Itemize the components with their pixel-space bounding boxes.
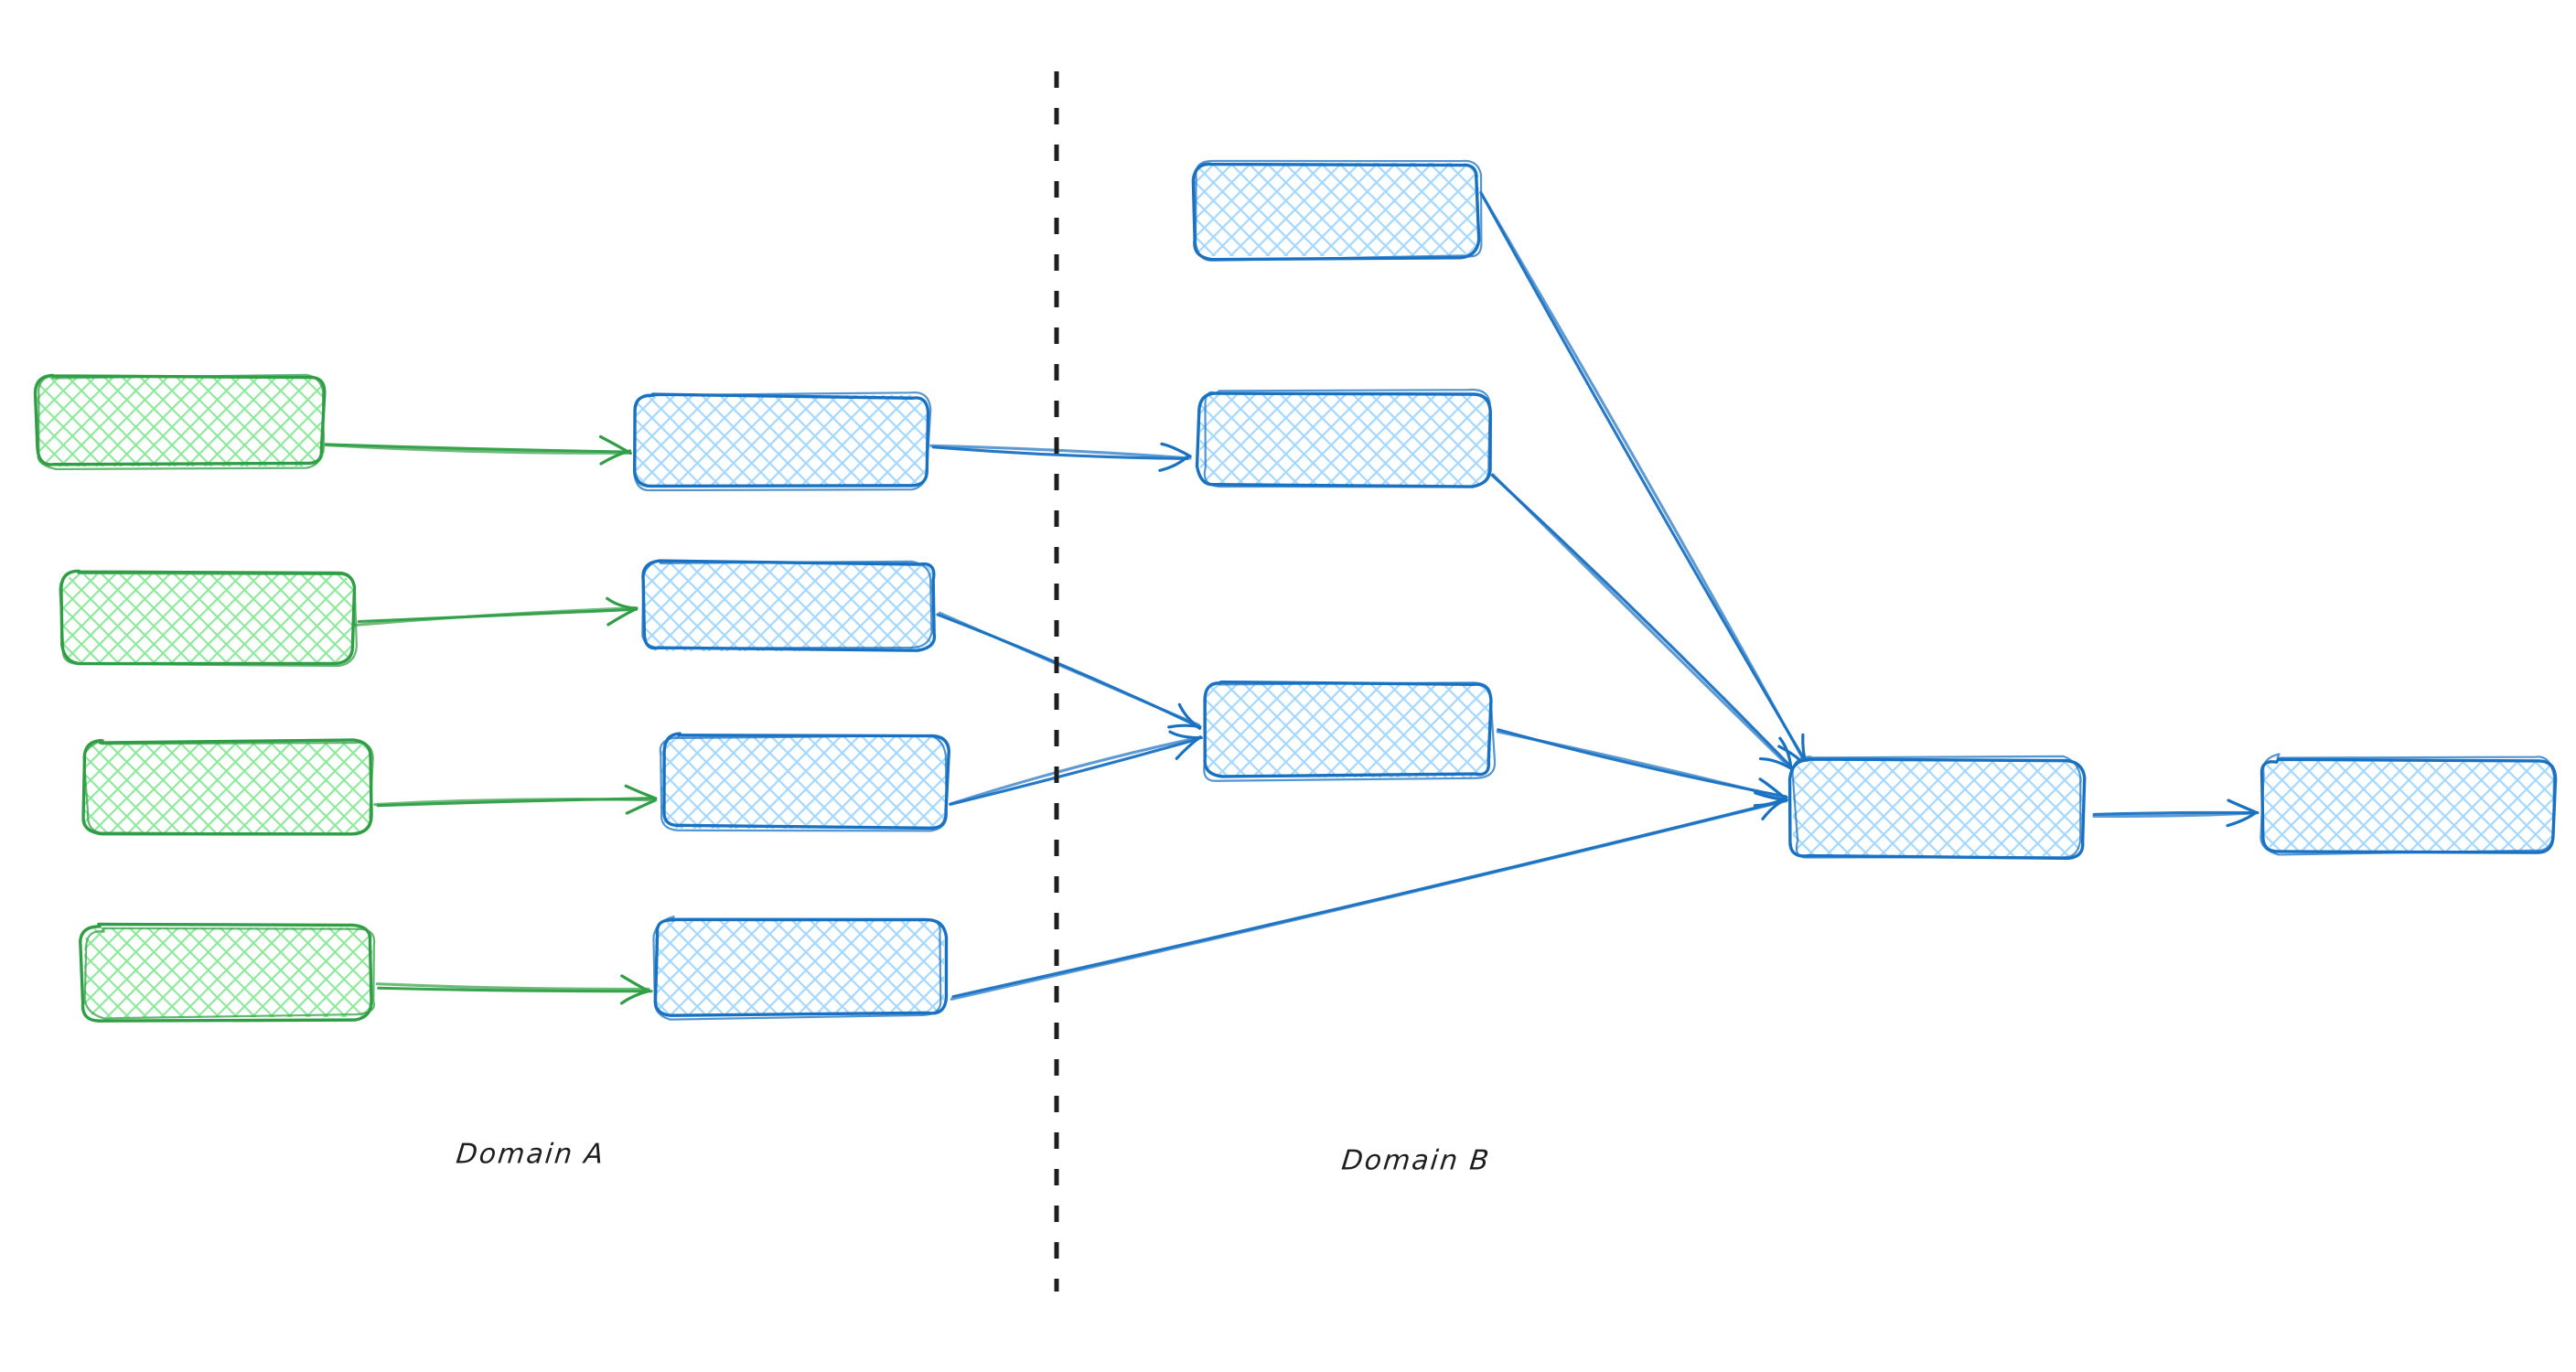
edge-c3-to-d1	[1496, 728, 1788, 808]
edge-b3-to-c3	[948, 730, 1203, 806]
node-b1[interactable]	[633, 391, 932, 492]
node-a2[interactable]	[59, 569, 358, 668]
edge-a2-to-b2	[353, 596, 639, 627]
edge-b2-to-c3	[936, 611, 1202, 730]
node-a4[interactable]	[79, 922, 376, 1023]
edges-layer	[322, 190, 2259, 1005]
edge-c2-to-d1	[1490, 473, 1795, 770]
edge-a1-to-b1	[322, 434, 633, 466]
node-a3[interactable]	[81, 738, 374, 836]
node-b4[interactable]	[652, 916, 949, 1021]
node-b2[interactable]	[641, 559, 937, 652]
node-e1[interactable]	[2259, 753, 2558, 856]
node-c3[interactable]	[1203, 680, 1497, 782]
node-a1[interactable]	[33, 373, 327, 471]
domain-b-label: Domain B	[1339, 1144, 1493, 1177]
edge-a3-to-b3	[373, 784, 658, 815]
edge-a4-to-b4	[375, 974, 653, 1005]
node-c2[interactable]	[1195, 388, 1492, 488]
node-d1[interactable]	[1787, 755, 2087, 861]
node-b3[interactable]	[659, 732, 950, 832]
edge-b4-to-d1	[950, 791, 1788, 1001]
node-c1[interactable]	[1191, 159, 1483, 262]
edge-d1-to-e1	[2092, 799, 2259, 828]
nodes-layer	[33, 159, 2558, 1023]
domain-a-label: Domain A	[454, 1138, 607, 1171]
edge-c1-to-d1	[1479, 190, 1809, 767]
edge-b1-to-c2	[929, 442, 1192, 472]
